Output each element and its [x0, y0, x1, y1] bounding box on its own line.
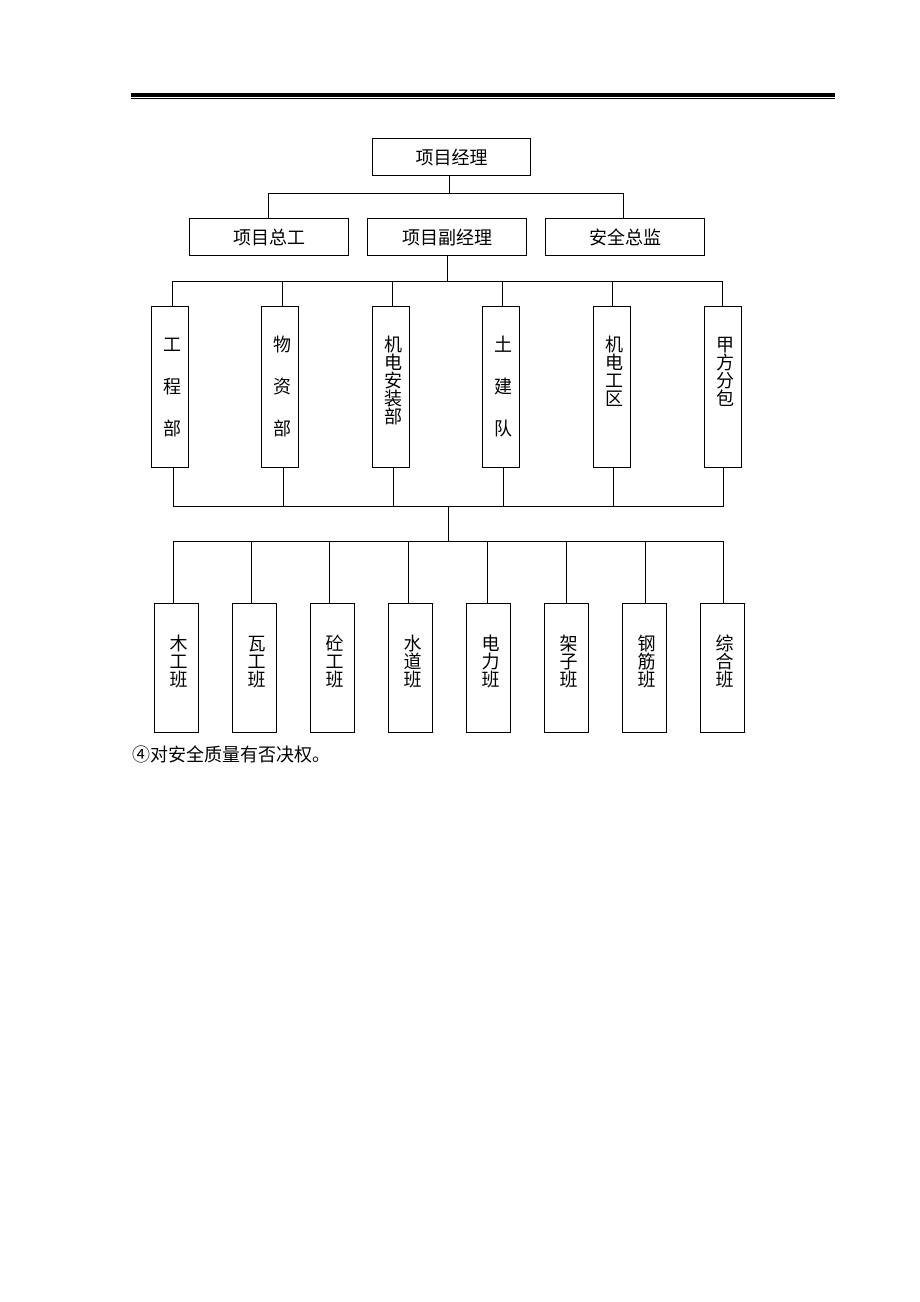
- node-project-manager: 项目经理: [372, 138, 531, 176]
- node-team-masonry: 瓦工班: [232, 603, 277, 733]
- connector-line: [251, 541, 252, 603]
- connector-line: [408, 541, 409, 603]
- node-team-concrete: 砼工班: [310, 603, 355, 733]
- header-rule-thin: [131, 98, 835, 99]
- node-team-electrical-label: 电力班: [478, 634, 500, 688]
- node-deputy-manager: 项目副经理: [367, 218, 527, 256]
- connector-line: [722, 281, 723, 306]
- connector-line: [173, 468, 174, 506]
- node-team-masonry-label: 瓦工班: [244, 634, 266, 688]
- connector-line: [449, 175, 450, 194]
- node-mep-work-area-label: 机电工区: [602, 335, 623, 407]
- connector-line: [502, 281, 503, 306]
- node-engineering-dept: 工程部: [151, 306, 189, 468]
- node-materials-dept: 物资部: [261, 306, 299, 468]
- node-mep-installation-dept-label: 机电安装部: [381, 335, 402, 425]
- node-engineering-dept-label: 工程部: [160, 335, 181, 461]
- node-team-concrete-label: 砼工班: [322, 634, 344, 688]
- node-team-carpentry: 木工班: [154, 603, 199, 733]
- connector-line: [393, 468, 394, 506]
- connector-line: [612, 281, 613, 306]
- connector-line: [448, 506, 449, 542]
- connector-line: [613, 468, 614, 506]
- connector-line: [173, 541, 724, 542]
- node-civil-team: 土建队: [482, 306, 520, 468]
- node-civil-team-label: 土建队: [491, 335, 512, 461]
- body-text-note: ④对安全质量有否决权。: [132, 745, 330, 766]
- header-rule-thick: [131, 93, 835, 97]
- connector-line: [645, 541, 646, 603]
- connector-line: [283, 468, 284, 506]
- connector-line: [173, 541, 174, 603]
- connector-line: [268, 193, 624, 194]
- connector-line: [623, 193, 624, 218]
- node-team-scaffolding: 架子班: [544, 603, 589, 733]
- connector-line: [503, 468, 504, 506]
- node-team-general: 综合班: [700, 603, 745, 733]
- connector-line: [566, 541, 567, 603]
- node-team-electrical: 电力班: [466, 603, 511, 733]
- connector-line: [723, 541, 724, 603]
- node-team-rebar-label: 钢筋班: [634, 634, 656, 688]
- node-safety-director: 安全总监: [545, 218, 705, 256]
- node-team-general-label: 综合班: [712, 634, 734, 688]
- connector-line: [723, 468, 724, 506]
- node-owner-subcontract-label: 甲方分包: [713, 335, 734, 407]
- node-materials-dept-label: 物资部: [270, 335, 291, 461]
- connector-line: [329, 541, 330, 603]
- node-chief-engineer: 项目总工: [189, 218, 349, 256]
- node-team-plumbing: 水道班: [388, 603, 433, 733]
- node-team-carpentry-label: 木工班: [166, 634, 188, 688]
- node-owner-subcontract: 甲方分包: [704, 306, 742, 468]
- node-team-rebar: 钢筋班: [622, 603, 667, 733]
- connector-line: [172, 281, 173, 306]
- connector-line: [392, 281, 393, 306]
- node-team-scaffolding-label: 架子班: [556, 634, 578, 688]
- node-mep-installation-dept: 机电安装部: [372, 306, 410, 468]
- connector-line: [447, 255, 448, 282]
- connector-line: [487, 541, 488, 603]
- node-mep-work-area: 机电工区: [593, 306, 631, 468]
- connector-line: [282, 281, 283, 306]
- connector-line: [268, 193, 269, 218]
- connector-line: [172, 281, 723, 282]
- node-team-plumbing-label: 水道班: [400, 634, 422, 688]
